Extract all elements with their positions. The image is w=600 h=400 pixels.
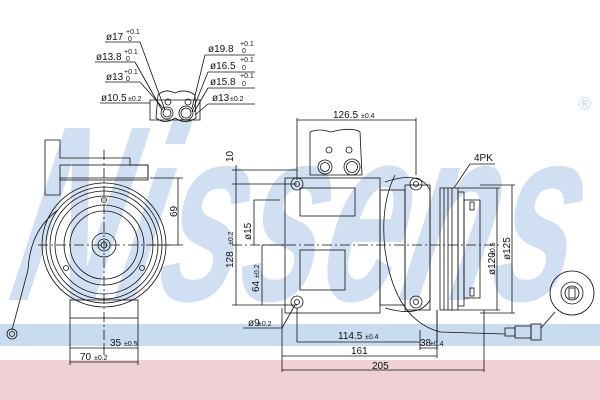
side-view [232, 118, 595, 372]
svg-text:ø19.8: ø19.8 [208, 44, 234, 55]
svg-text:+0.1: +0.1 [240, 57, 254, 64]
svg-text:+0.1: +0.1 [240, 41, 254, 48]
pink-band [0, 360, 600, 400]
svg-text:®: ® [578, 94, 592, 114]
svg-text:ø125: ø125 [502, 237, 513, 260]
svg-text:+0.1: +0.1 [124, 69, 138, 76]
svg-text:ø10.5: ø10.5 [101, 93, 127, 104]
side-view-labels: 126.5 ±0.4 10 128 ±0.2 ø15 64 ±0.2 ø9 ±0… [225, 110, 513, 372]
svg-text:38: 38 [420, 338, 432, 349]
svg-text:205: 205 [372, 361, 389, 372]
svg-text:64: 64 [251, 280, 262, 292]
svg-text:ø17: ø17 [106, 32, 124, 43]
svg-text:±0.4: ±0.4 [361, 113, 375, 120]
svg-text:0: 0 [242, 81, 246, 88]
svg-text:69: 69 [169, 205, 180, 217]
svg-text:ø15.8: ø15.8 [210, 77, 236, 88]
svg-text:±0.2: ±0.2 [228, 231, 235, 245]
svg-text:0: 0 [126, 56, 130, 63]
svg-text:+0.1: +0.1 [240, 73, 254, 80]
svg-text:±0.5: ±0.5 [124, 341, 138, 348]
svg-text:128: 128 [225, 251, 236, 268]
svg-text:±0.5: ±0.5 [490, 242, 497, 256]
svg-text:±0.4: ±0.4 [430, 341, 444, 348]
svg-text:+0.1: +0.1 [126, 29, 140, 36]
svg-text:±0.4: ±0.4 [365, 334, 379, 341]
svg-text:±0.2: ±0.2 [94, 355, 108, 362]
svg-text:0: 0 [128, 36, 132, 43]
svg-text:0: 0 [126, 76, 130, 83]
svg-text:±0.2: ±0.2 [230, 96, 244, 103]
svg-text:ø9: ø9 [248, 318, 260, 329]
svg-text:0: 0 [242, 65, 246, 72]
front-view-labels: 69 35 ±0.5 70 ±0.2 [80, 205, 180, 363]
blue-band [0, 324, 600, 346]
svg-text:35: 35 [110, 338, 122, 349]
svg-text:ø13.8: ø13.8 [96, 52, 122, 63]
front-view [6, 139, 183, 365]
svg-text:4PK: 4PK [474, 153, 493, 164]
svg-text:ø13: ø13 [212, 93, 230, 104]
svg-text:114.5: 114.5 [338, 331, 363, 342]
svg-text:161: 161 [351, 346, 368, 357]
svg-text:10: 10 [225, 150, 236, 162]
svg-text:±0.2: ±0.2 [128, 96, 142, 103]
port-detail-labels: ø17 +0.1 0 ø13.8 +0.1 0 ø13 +0.1 0 ø10.5… [96, 29, 254, 104]
svg-text:+0.1: +0.1 [124, 49, 138, 56]
svg-text:0: 0 [242, 48, 246, 55]
svg-text:ø120: ø120 [487, 252, 498, 275]
svg-text:ø16.5: ø16.5 [210, 61, 236, 72]
svg-text:ø13: ø13 [106, 72, 124, 83]
svg-text:70: 70 [80, 352, 92, 363]
svg-text:±0.2: ±0.2 [254, 264, 261, 278]
svg-text:126.5: 126.5 [333, 110, 358, 121]
port-detail [95, 41, 255, 122]
svg-text:ø15: ø15 [243, 222, 254, 240]
svg-text:±0.2: ±0.2 [258, 321, 272, 328]
